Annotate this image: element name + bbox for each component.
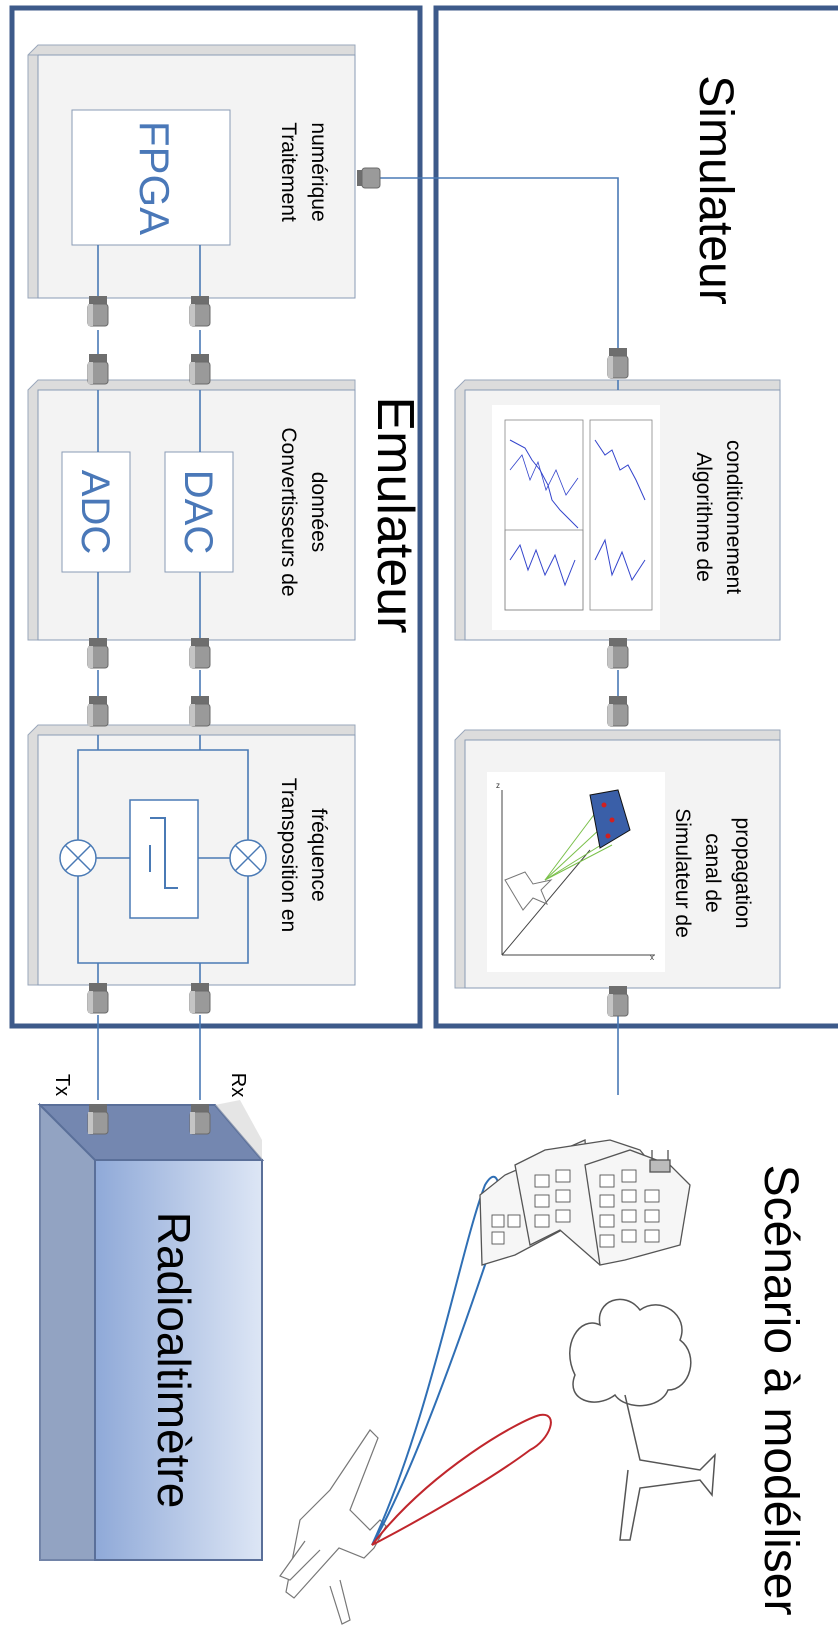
fpga-block — [27, 44, 356, 299]
tree-icon — [569, 1298, 716, 1541]
mixer-icon — [59, 839, 97, 877]
connectors — [87, 167, 629, 1017]
propagation-caption-line1: Simulateur de — [671, 808, 694, 938]
svg-text:x: x — [650, 953, 654, 962]
aircraft-icon — [279, 1429, 387, 1625]
transposition-caption-line2: fréquence — [307, 808, 330, 901]
dac-label: DAC — [176, 470, 220, 554]
fpga-label: FPGA — [131, 121, 178, 235]
adc-label: ADC — [73, 470, 117, 554]
graph-thumbnail-icon — [492, 405, 660, 630]
simulator-title: Simulateur — [689, 75, 742, 304]
conditioning-caption-line2: conditionnement — [722, 440, 745, 594]
svg-text:z: z — [496, 781, 500, 790]
converters-caption-line2: données — [307, 472, 330, 553]
simulator-frame — [433, 5, 838, 1029]
transposition-caption-line1: Transposition en — [277, 778, 300, 932]
radar-plot-icon: x z — [487, 772, 665, 972]
radioaltimeter-box — [37, 1100, 265, 1561]
fpga-chip — [71, 109, 231, 246]
adc-chip — [61, 451, 131, 573]
emulator-frame — [9, 5, 423, 1029]
rx-label: Rx — [227, 1073, 249, 1097]
converters-caption-line1: Convertisseurs de — [277, 427, 300, 596]
tx-label: Tx — [51, 1074, 73, 1096]
mixer-icon — [229, 839, 267, 877]
dac-chip — [164, 451, 234, 573]
fpga-caption-line2: numérique — [307, 122, 330, 221]
signal-lines — [77, 177, 619, 1100]
filter-icon — [129, 799, 199, 919]
building-icon — [479, 1139, 691, 1266]
converters-block — [27, 379, 356, 641]
fpga-caption-line1: Traitement — [277, 122, 300, 222]
emulator-title: Emulateur — [366, 397, 424, 634]
conditioning-caption-line1: Algorithme de — [692, 452, 715, 582]
scenario-title: Scénario à modéliser — [754, 1165, 807, 1616]
propagation-caption-line2: canal de — [701, 833, 724, 912]
radioaltimeter-label: Radioaltimètre — [148, 1212, 200, 1509]
propagation-caption-line3: propagation — [731, 818, 754, 929]
